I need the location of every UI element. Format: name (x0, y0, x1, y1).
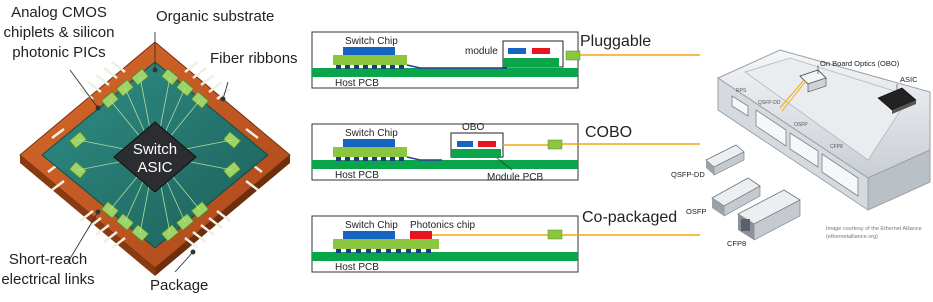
substrate (333, 55, 407, 65)
box-right-face (867, 149, 931, 211)
label-obo: On Board Optics (OBO) (820, 59, 900, 68)
module-chip-red (532, 48, 550, 54)
solder-balls (336, 249, 431, 253)
switch-chip (343, 47, 395, 55)
electrical-trace (406, 64, 507, 69)
co-packaged-title: Co-packaged (582, 209, 677, 226)
obo-module-pcb (451, 149, 501, 158)
schematic-co-packaged: Switch Chip Photonics chip Host PCB Co-p… (311, 209, 700, 273)
label-chiplets-line2: chiplets & silicon (4, 24, 115, 41)
solder-balls (336, 157, 404, 161)
label-chiplets-line3: photonic PICs (12, 44, 105, 61)
host-pcb-label: Host PCB (335, 262, 379, 273)
label-qsfp-dd: QSFP-DD (671, 170, 705, 179)
obo-chip-blue (457, 141, 473, 147)
label-fiber-ribbons: Fiber ribbons (210, 50, 298, 67)
schematic-cobo: Switch Chip OBO Module PCB Host PCB COBO (311, 122, 700, 183)
switch-box-render: RPS QSFP-DD OSFP CFP8 (671, 49, 931, 248)
label-short-reach-line2: electrical links (1, 271, 94, 288)
switch-chip-label: Switch Chip (345, 220, 398, 231)
pluggable-title: Pluggable (580, 33, 651, 50)
module-label: module (465, 46, 498, 57)
image-credit: Image courtesy of the Ethernet Alliance … (826, 226, 922, 240)
switch-asic-label-line1: Switch (133, 141, 177, 158)
switch-chip-label: Switch Chip (345, 36, 398, 47)
label-cfp8: CFP8 (727, 239, 746, 248)
slot-label-rps: RPS (736, 88, 747, 94)
asic-render (877, 87, 917, 114)
obo-chip-red (478, 141, 496, 147)
fiber-connector (565, 50, 581, 61)
render-labels: On Board Optics (OBO) ASIC QSFP-DD OSFP … (671, 59, 918, 248)
host-pcb-label: Host PCB (335, 170, 379, 181)
switch-asic-die: Switch ASIC (113, 121, 197, 193)
module-pcb (503, 58, 559, 67)
module-chip-blue (508, 48, 526, 54)
module-pcb-label: Module PCB (487, 172, 543, 183)
slot-label-cfp8: CFP8 (830, 144, 843, 150)
front-ports (731, 95, 859, 197)
chip-panel-labels: Analog CMOS chiplets & silicon photonic … (1, 4, 297, 294)
switch-chip-label: Switch Chip (345, 128, 398, 139)
module-pcb-leader (496, 157, 513, 171)
obo-label: OBO (462, 122, 484, 133)
host-pcb (312, 252, 578, 261)
fiber-connector (547, 229, 563, 240)
osfp-transceiver (711, 177, 761, 217)
label-package: Package (150, 277, 208, 294)
fiber-connector (547, 139, 563, 150)
callout-leaders (67, 32, 229, 273)
chip-package-illustration: Switch ASIC Analog CMOS chiplets & silic… (1, 4, 297, 294)
host-pcb-label: Host PCB (335, 78, 379, 89)
cobo-title: COBO (585, 124, 632, 141)
switch-chip (343, 139, 395, 147)
label-short-reach-line1: Short-reach (9, 251, 87, 268)
qsfp-dd-transceiver (705, 144, 745, 176)
switch-chip (343, 231, 395, 239)
slot-label-qsfp-dd: QSFP-DD (758, 100, 781, 106)
host-pcb (312, 68, 578, 77)
credit-line1: Image courtesy of the Ethernet Alliance (826, 226, 922, 232)
substrate (333, 147, 407, 157)
substrate (333, 239, 439, 249)
credit-line2: (ethernetalliance.org) (826, 234, 878, 240)
schematic-pluggable: Switch Chip module Host PCB Pluggable (311, 31, 700, 89)
slot-label-osfp: OSFP (794, 122, 808, 128)
label-chiplets-line1: Analog CMOS (11, 4, 107, 21)
obo-module-render (779, 69, 827, 112)
switch-asic-label-line2: ASIC (137, 159, 172, 176)
port-slot-labels: RPS QSFP-DD OSFP CFP8 (736, 88, 843, 150)
solder-balls (336, 65, 404, 69)
cfp8-transceiver (737, 189, 801, 241)
label-osfp: OSFP (686, 207, 706, 216)
short-reach-links (77, 76, 233, 234)
host-pcb (312, 160, 578, 169)
photonics-chip-label: Photonics chip (410, 220, 475, 231)
label-organic-substrate: Organic substrate (156, 8, 274, 25)
label-asic: ASIC (900, 75, 918, 84)
photonics-chip (410, 231, 432, 239)
electrical-trace (406, 156, 442, 161)
